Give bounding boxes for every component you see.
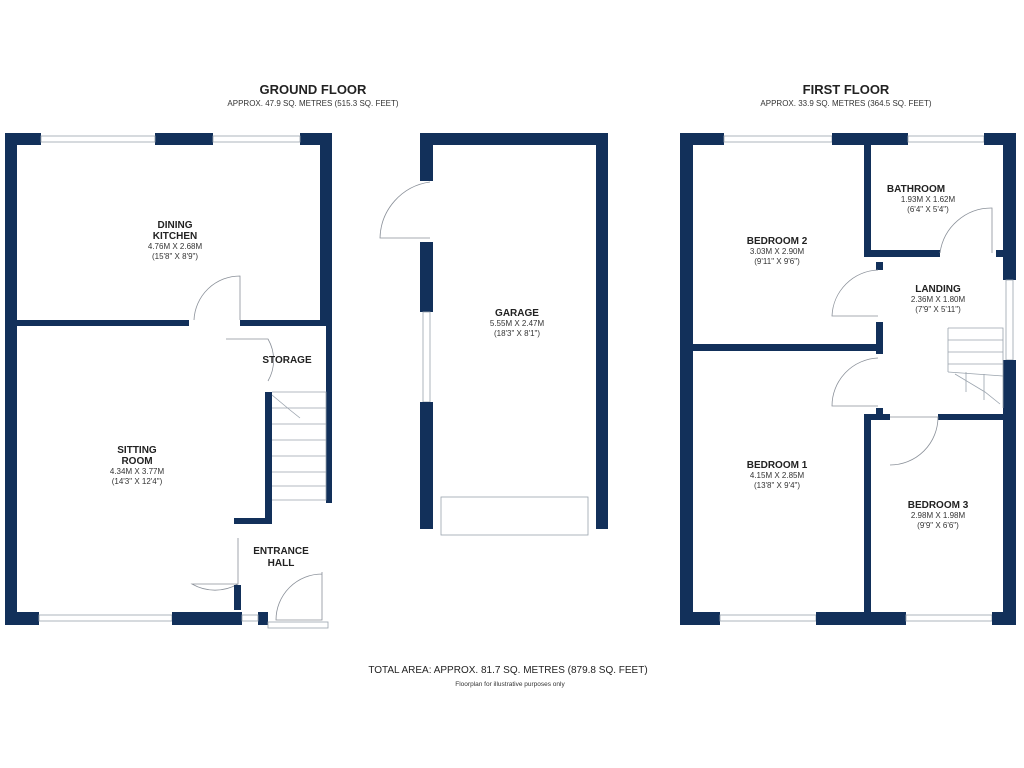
wall — [816, 612, 906, 625]
wall — [420, 133, 433, 181]
bedroom-1-label: BEDROOM 1 — [747, 460, 808, 471]
window — [723, 135, 833, 143]
bedroom-3-label: BEDROOM 3 — [908, 500, 969, 511]
wall — [693, 344, 883, 351]
wall — [1003, 360, 1016, 625]
wall — [876, 408, 883, 414]
wall — [938, 414, 1008, 420]
entrance-hall-label: ENTRANCE — [253, 546, 309, 557]
first-floor-plan: BATHROOM 1.93M X 1.62M (6'4" X 5'4") BED… — [680, 133, 1016, 625]
ground-floor-area: APPROX. 47.9 SQ. METRES (515.3 SQ. FEET) — [227, 99, 399, 108]
wall — [172, 612, 242, 625]
window — [40, 135, 156, 143]
garage-label: GARAGE — [495, 308, 539, 319]
wall — [326, 323, 332, 503]
wall — [864, 414, 871, 620]
bedroom-2-imperial: (9'11" X 9'6") — [754, 257, 800, 266]
dining-kitchen-label-2: KITCHEN — [153, 231, 197, 242]
sitting-room-imperial: (14'3" X 12'4") — [112, 477, 163, 486]
stairs — [947, 327, 1004, 408]
bathroom-label: BATHROOM — [887, 184, 945, 195]
ground-floor-title: GROUND FLOOR — [260, 82, 367, 97]
wall — [420, 242, 433, 312]
garage-size: 5.55M X 2.47M — [490, 319, 545, 328]
wall — [240, 320, 332, 326]
disclaimer: Floorplan for illustrative purposes only — [455, 681, 565, 688]
wall — [864, 414, 890, 420]
landing-size: 2.36M X 1.80M — [911, 295, 966, 304]
door-swing — [831, 357, 879, 407]
wall — [832, 133, 908, 145]
wall — [876, 322, 883, 354]
door-swing — [193, 275, 241, 321]
wall — [5, 612, 39, 625]
wall — [996, 250, 1006, 257]
door-swing — [831, 269, 879, 317]
wall — [984, 133, 1004, 145]
wall — [234, 585, 241, 610]
first-floor-title: FIRST FLOOR — [803, 82, 890, 97]
window — [907, 135, 985, 143]
window — [241, 614, 259, 622]
window — [422, 311, 431, 403]
wall — [876, 262, 883, 270]
garage-plan: GARAGE 5.55M X 2.47M (18'3" X 8'1") — [379, 133, 608, 536]
total-area: TOTAL AREA: APPROX. 81.7 SQ. METRES (879… — [368, 665, 647, 676]
wall — [864, 145, 871, 257]
first-floor-area: APPROX. 33.9 SQ. METRES (364.5 SQ. FEET) — [760, 99, 932, 108]
wall — [258, 612, 268, 625]
bedroom-1-imperial: (13'8" X 9'4") — [754, 481, 800, 490]
door-swing — [190, 538, 239, 591]
wall — [5, 133, 17, 625]
wall — [992, 612, 1016, 625]
wall — [155, 133, 213, 145]
door-swing — [889, 416, 939, 466]
window — [1005, 279, 1014, 361]
window — [719, 614, 817, 622]
door-swing — [379, 181, 431, 239]
bedroom-2-label: BEDROOM 2 — [747, 236, 808, 247]
dining-kitchen-imperial: (15'8" X 8'9") — [152, 252, 198, 261]
wall — [1003, 133, 1016, 280]
wall — [680, 133, 693, 625]
wall — [680, 612, 720, 625]
window — [905, 614, 993, 622]
stairs — [271, 391, 327, 501]
window — [212, 135, 301, 143]
dining-kitchen-size: 4.76M X 2.68M — [148, 242, 203, 251]
threshold — [267, 621, 329, 629]
wall — [265, 392, 272, 524]
bedroom-3-size: 2.98M X 1.98M — [911, 511, 966, 520]
wall — [596, 133, 608, 529]
door-swing — [275, 572, 323, 621]
door-swing — [226, 338, 274, 382]
garage-imperial: (18'3" X 8'1") — [494, 329, 540, 338]
wall — [320, 133, 332, 323]
bedroom-1-size: 4.15M X 2.85M — [750, 471, 805, 480]
landing-label: LANDING — [915, 284, 961, 295]
dining-kitchen-label: DINING — [158, 220, 193, 231]
door-swing — [939, 207, 993, 254]
bedroom-3-imperial: (9'9" X 6'6") — [917, 521, 959, 530]
bathroom-imperial: (6'4" X 5'4") — [907, 205, 949, 214]
wall — [17, 320, 189, 326]
garage-door — [440, 496, 589, 536]
storage-label: STORAGE — [262, 355, 312, 366]
wall — [864, 250, 940, 257]
bathroom-size: 1.93M X 1.62M — [901, 195, 956, 204]
wall — [420, 133, 608, 145]
sitting-room-size: 4.34M X 3.77M — [110, 467, 165, 476]
window — [38, 614, 173, 622]
bedroom-2-size: 3.03M X 2.90M — [750, 247, 805, 256]
sitting-room-label-2: ROOM — [121, 456, 152, 467]
wall — [420, 402, 433, 529]
sitting-room-label: SITTING — [117, 445, 157, 456]
wall — [234, 518, 272, 524]
entrance-hall-label-2: HALL — [268, 558, 295, 569]
ground-floor-plan: DINING KITCHEN 4.76M X 2.68M (15'8" X 8'… — [5, 133, 332, 629]
landing-imperial: (7'9" X 5'11") — [915, 305, 961, 314]
